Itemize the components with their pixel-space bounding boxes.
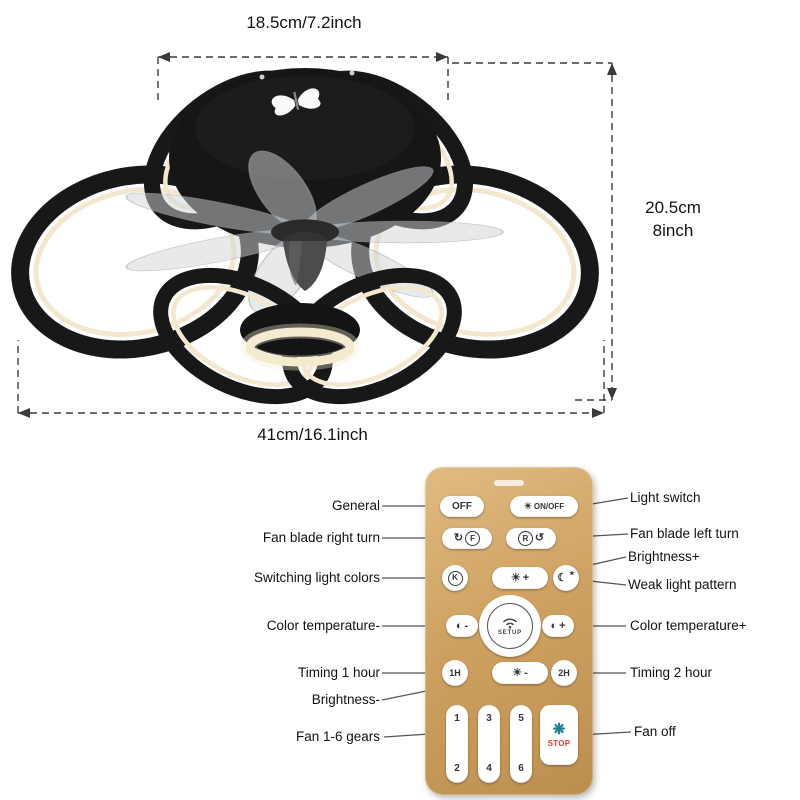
light-on-off-button[interactable]: ☀ ON/OFF: [510, 496, 578, 517]
stop-label: STOP: [547, 739, 571, 748]
light-on-off-label: ON/OFF: [533, 501, 565, 511]
wifi-icon: [502, 617, 518, 629]
timing-1h-button[interactable]: 1H: [442, 660, 468, 686]
timing-1h-label: 1H: [449, 667, 461, 678]
fan-right-turn-button[interactable]: ↻ F: [442, 528, 492, 549]
moon-icon: ☾: [557, 571, 568, 584]
callout-timing-2-hour: Timing 2 hour: [630, 665, 713, 680]
gear-3-label: 3: [486, 713, 492, 724]
dimension-height-cm: 20.5cm: [645, 198, 701, 217]
brightness-icon: ☀: [510, 571, 521, 584]
brightness-plus-sign: +: [522, 571, 530, 584]
fan-right-letter: F: [465, 531, 481, 546]
dimension-bottom-width: 41cm/16.1inch: [257, 425, 368, 444]
fan-left-turn-button[interactable]: R ↺: [506, 528, 556, 549]
timing-2h-label: 2H: [558, 667, 570, 678]
brightness-minus-sign: -: [524, 666, 528, 679]
callout-fan-1-6-gears: Fan 1-6 gears: [295, 729, 380, 744]
callout-light-switch: Light switch: [630, 490, 701, 505]
remote-indicator-notch: [494, 480, 524, 486]
fan-bottom-light: [240, 303, 360, 371]
fan-bottom-rings: [153, 267, 462, 405]
brightness-icon: ☀: [512, 666, 523, 679]
setup-label: SETUP: [497, 629, 522, 636]
sun-icon: ☀: [523, 501, 532, 511]
remote-control: OFF ☀ ON/OFF ↻ F R ↺ K ☀ + ☾ ★ ◐ -: [425, 467, 593, 795]
off-button[interactable]: OFF: [440, 496, 484, 517]
color-temp-minus-sign: -: [464, 619, 469, 632]
dimension-arrowheads: [18, 52, 617, 418]
callout-fan-off: Fan off: [634, 724, 676, 739]
setup-button[interactable]: SETUP: [479, 595, 541, 657]
gear-2-label: 2: [454, 763, 460, 774]
color-temperature-icon: ◐: [550, 619, 558, 632]
dimension-lines: [17, 56, 613, 414]
color-temp-plus-button[interactable]: ◐ +: [542, 615, 574, 637]
gear-3-4-button[interactable]: 3 4: [478, 705, 500, 783]
brightness-minus-button[interactable]: ☀ -: [492, 662, 548, 684]
gear-6-label: 6: [518, 763, 524, 774]
rotate-left-icon: ↺: [534, 532, 545, 544]
fan-left-letter: R: [517, 531, 533, 546]
dimension-height-inch: 8inch: [652, 221, 694, 240]
brightness-plus-button[interactable]: ☀ +: [492, 567, 548, 589]
callout-weak-light-pattern: Weak light pattern: [628, 577, 737, 592]
fan-stop-button[interactable]: ❋ STOP: [540, 705, 578, 765]
callout-switching-light-colors: Switching light colors: [253, 570, 380, 585]
gear-4-label: 4: [486, 763, 492, 774]
color-temp-plus-sign: +: [559, 619, 566, 632]
callout-brightness-minus: Brightness-: [311, 692, 380, 707]
star-icon: ★: [569, 571, 575, 577]
setup-inner-ring: SETUP: [487, 603, 533, 649]
callout-brightness-plus: Brightness+: [628, 549, 700, 564]
fan-motor-cone: [283, 232, 327, 291]
rotate-right-icon: ↻: [453, 532, 464, 544]
gear-1-2-button[interactable]: 1 2: [446, 705, 468, 783]
off-button-label: OFF: [452, 500, 472, 512]
light-colors-button[interactable]: K: [442, 565, 468, 591]
callout-color-temperature-plus: Color temperature+: [630, 618, 747, 633]
gear-5-6-button[interactable]: 5 6: [510, 705, 532, 783]
color-temp-minus-button[interactable]: ◐ -: [446, 615, 478, 637]
butterfly-decoration: [271, 88, 321, 116]
callout-general: General: [331, 498, 380, 513]
callout-fan-blade-right-turn: Fan blade right turn: [262, 530, 380, 545]
gear-5-label: 5: [518, 713, 524, 724]
gear-1-label: 1: [454, 713, 460, 724]
ceiling-fan-image: [11, 52, 617, 418]
timing-2h-button[interactable]: 2H: [551, 660, 577, 686]
weak-light-button[interactable]: ☾ ★: [553, 565, 579, 591]
dimension-top-width: 18.5cm/7.2inch: [246, 13, 362, 32]
callout-fan-blade-left-turn: Fan blade left turn: [630, 526, 739, 541]
color-temperature-icon: ◐: [455, 619, 463, 632]
callout-color-temperature-minus: Color temperature-: [266, 618, 380, 633]
fan-icon: ❋: [552, 721, 566, 738]
callout-timing-1-hour: Timing 1 hour: [297, 665, 380, 680]
light-colors-letter: K: [447, 570, 463, 586]
